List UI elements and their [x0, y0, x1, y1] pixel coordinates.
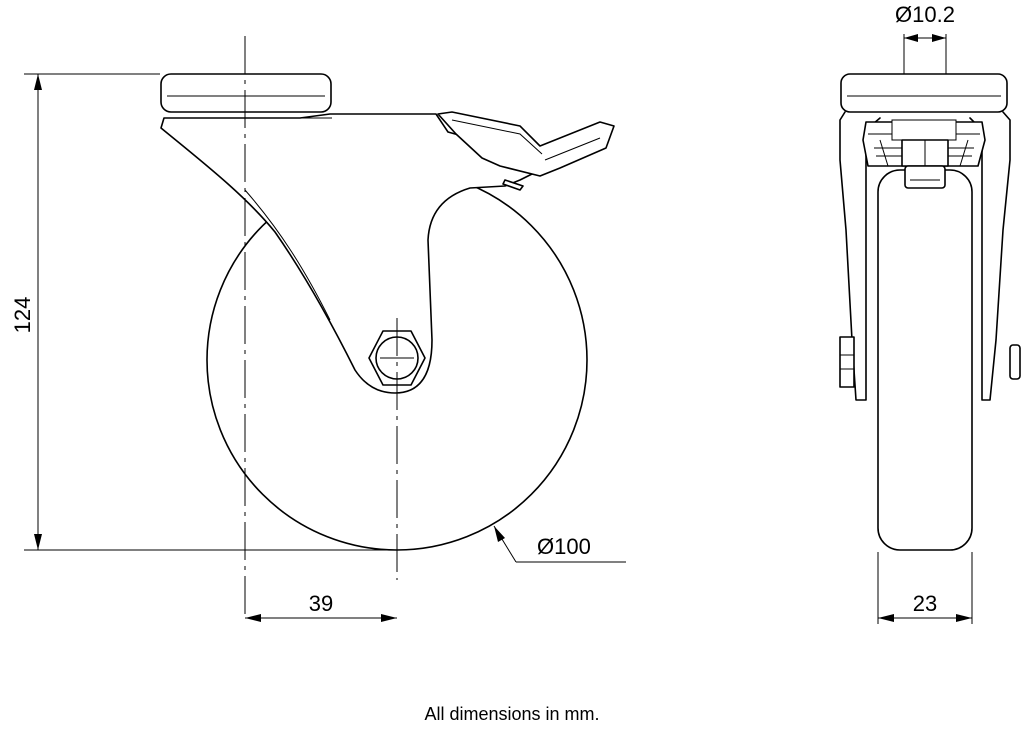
dim-wheel-width-label: 23 [913, 591, 937, 616]
front-axle-nut [1009, 344, 1021, 380]
front-wheel [877, 169, 973, 551]
dim-bolt-hole-label: Ø10.2 [895, 2, 955, 27]
dim-offset-label: 39 [309, 591, 333, 616]
side-view: 124 39 Ø100 [10, 36, 626, 622]
side-top-plate [160, 73, 332, 113]
front-axle-head [839, 336, 855, 388]
dim-wheel-diameter-label: Ø100 [537, 534, 591, 559]
side-brake-lever [437, 111, 615, 177]
dim-height-label: 124 [10, 297, 35, 334]
front-view: Ø10.2 23 [839, 2, 1021, 624]
front-top-plate [840, 73, 1008, 113]
units-footnote: All dimensions in mm. [424, 704, 600, 724]
side-fork [160, 113, 541, 394]
